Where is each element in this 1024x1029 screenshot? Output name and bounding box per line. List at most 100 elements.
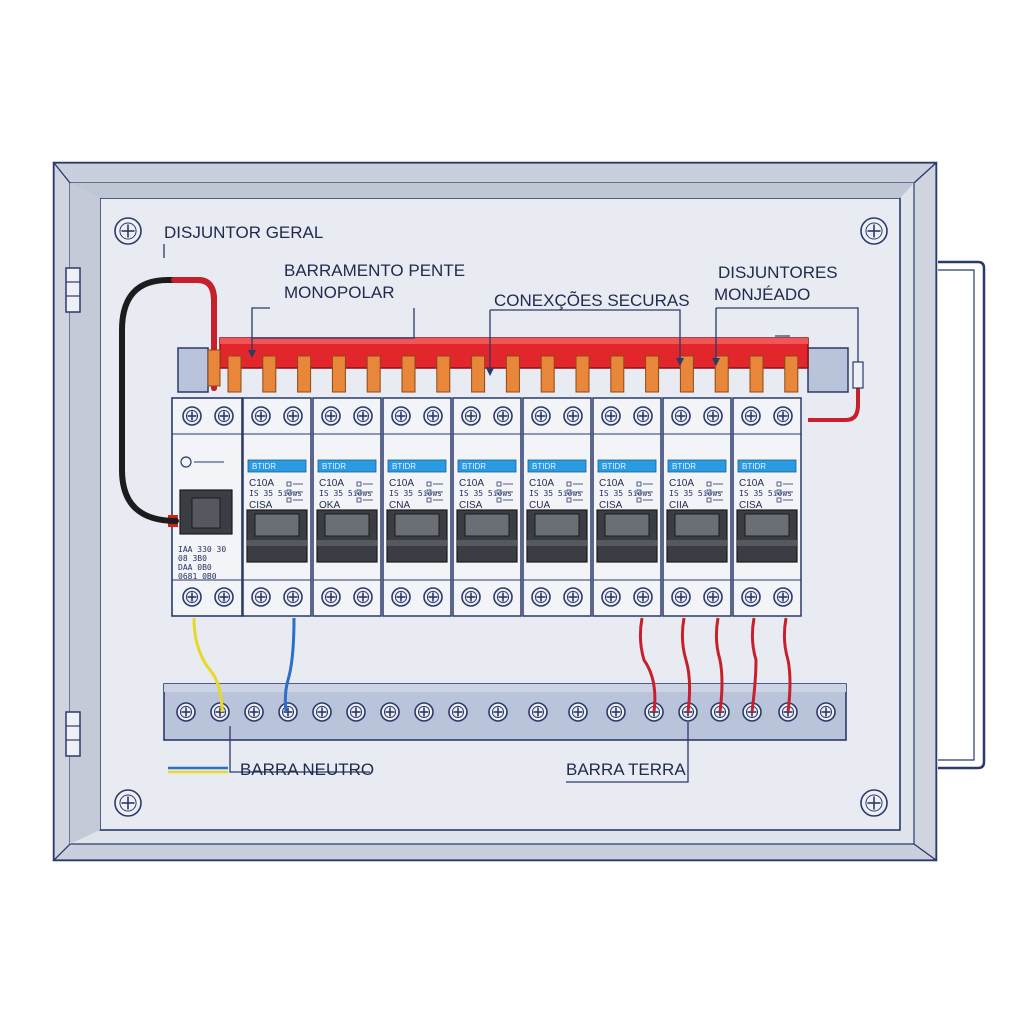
terminal-screw-icon xyxy=(283,587,303,607)
terminal-screw-icon xyxy=(210,702,230,722)
breaker-class: BTIDR xyxy=(532,462,556,471)
terminal-screw-icon xyxy=(423,587,443,607)
terminal-screw-icon xyxy=(671,587,691,607)
terminal-screw-icon xyxy=(251,587,271,607)
corner-screw-icon xyxy=(114,217,142,245)
terminal-screw-icon xyxy=(703,406,723,426)
breaker-rating: C10A xyxy=(389,478,414,489)
terminal-screw-icon xyxy=(251,406,271,426)
breaker-rating: C10A xyxy=(459,478,484,489)
wire-red xyxy=(750,617,758,713)
terminal-screw-icon xyxy=(741,406,761,426)
breaker-sub: CUA xyxy=(529,500,550,511)
breaker-rating: C10A xyxy=(249,478,274,489)
terminal-screw-icon xyxy=(568,702,588,722)
terminal-screw-icon xyxy=(461,406,481,426)
breaker-rating: C10A xyxy=(669,478,694,489)
terminal-screw-icon xyxy=(773,406,793,426)
terminal-screw-icon xyxy=(671,406,691,426)
busbar-pin xyxy=(401,355,416,393)
door-hinge-icon xyxy=(65,267,81,313)
wire-red xyxy=(714,617,724,713)
door-hinge-icon xyxy=(65,711,81,757)
terminal-screw-icon xyxy=(703,587,723,607)
terminal-screw-icon xyxy=(493,587,513,607)
breaker-spec: IS 35 5iows xyxy=(529,489,582,498)
busbar-pin xyxy=(749,355,764,393)
breaker-spec: IS 35 5iows xyxy=(249,489,302,498)
main-breaker-spec: IAA 330 30 xyxy=(178,545,226,554)
terminal-screw-icon xyxy=(391,587,411,607)
terminal-screw-icon xyxy=(563,406,583,426)
breaker-sub: OKA xyxy=(319,500,340,511)
label-neutral-bar: BARRA NEUTRO xyxy=(240,760,374,779)
terminal-screw-icon xyxy=(606,702,626,722)
breaker-class: BTIDR xyxy=(252,462,276,471)
busbar-pin xyxy=(645,355,660,393)
main-breaker-spec: 08 3B0 xyxy=(178,554,207,563)
label-busbar-line2: MONOPOLAR xyxy=(284,283,395,302)
busbar-pin xyxy=(575,355,590,393)
terminal-screw-icon xyxy=(321,406,341,426)
busbar-pin xyxy=(436,355,451,393)
label-main-breaker: DISJUNTOR GERAL xyxy=(164,223,323,242)
breaker-rating: C10A xyxy=(739,478,764,489)
terminal-screw-icon xyxy=(346,702,366,722)
breaker-spec: IS 35 5iows xyxy=(319,489,372,498)
label-breakers-line1: DISJUNTORES xyxy=(718,263,838,282)
terminal-screw-icon xyxy=(353,406,373,426)
breaker-class: BTIDR xyxy=(602,462,626,471)
corner-screw-icon xyxy=(860,789,888,817)
terminal-screw-icon xyxy=(816,702,836,722)
main-breaker-spec: 0681 0B0 xyxy=(178,572,217,581)
terminal-screw-icon xyxy=(182,406,202,426)
terminal-screw-icon xyxy=(531,587,551,607)
terminal-screw-icon xyxy=(391,406,411,426)
breaker-class: BTIDR xyxy=(742,462,766,471)
terminal-screw-icon xyxy=(214,406,234,426)
main-breaker[interactable] xyxy=(168,397,243,617)
busbar-pin xyxy=(540,355,555,393)
terminal-screw-icon xyxy=(353,587,373,607)
wire-yellow xyxy=(192,617,224,713)
breaker-class: BTIDR xyxy=(322,462,346,471)
breaker-sub: CIIA xyxy=(669,500,689,511)
terminal-screw-icon xyxy=(182,587,202,607)
wire-blue xyxy=(283,617,296,713)
door-handle-icon[interactable] xyxy=(938,260,986,770)
busbar-pin xyxy=(331,355,346,393)
breaker-rating: C10A xyxy=(599,478,624,489)
busbar-pin xyxy=(505,355,520,393)
breaker-class: BTIDR xyxy=(392,462,416,471)
busbar-pin xyxy=(610,355,625,393)
busbar-pin xyxy=(471,355,486,393)
terminal-screw-icon xyxy=(488,702,508,722)
breaker-class: BTIDR xyxy=(462,462,486,471)
breaker-sub: CNA xyxy=(389,500,410,511)
busbar-pin xyxy=(679,355,694,393)
busbar-pin xyxy=(714,355,729,393)
terminal-screw-icon xyxy=(214,587,234,607)
busbar-pin xyxy=(784,355,799,393)
busbar-pin xyxy=(262,355,277,393)
terminal-screw-icon xyxy=(633,587,653,607)
label-ground-bar: BARRA TERRA xyxy=(566,760,686,779)
wire-busbar-feed xyxy=(808,370,860,422)
wire-red xyxy=(638,617,657,713)
breaker-rating: C10A xyxy=(529,478,554,489)
terminal-screw-icon xyxy=(528,702,548,722)
busbar-pin xyxy=(297,355,312,393)
breaker-spec: IS 35 5iows xyxy=(389,489,442,498)
terminal-screw-icon xyxy=(244,702,264,722)
breaker-sub: CISA xyxy=(459,500,483,511)
breaker-rating: C10A xyxy=(319,478,344,489)
wire-red xyxy=(782,617,792,713)
